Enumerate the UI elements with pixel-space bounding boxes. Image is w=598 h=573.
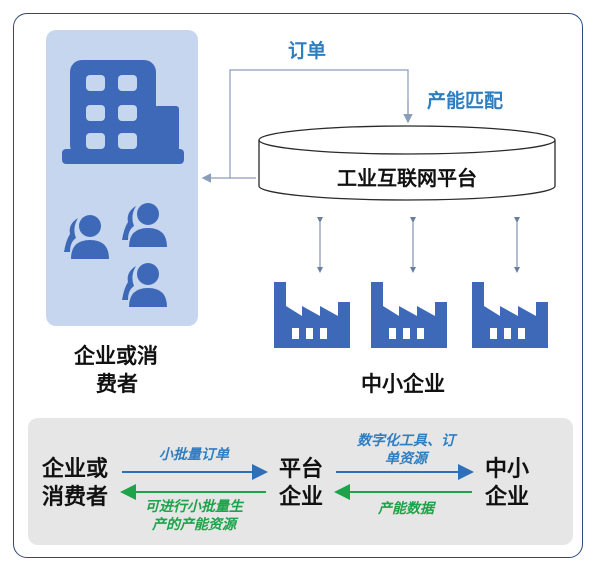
label-capacity-resources: 可进行小批量生 产的产能资源 <box>124 498 264 534</box>
consumer-icons <box>62 60 184 307</box>
label-capacity-data: 产能数据 <box>378 501 434 517</box>
label-capacity-resources-line1: 可进行小批量生 <box>145 499 243 515</box>
flow-node-consumer-line1: 企业或 <box>41 457 108 482</box>
flow-node-sme-line2: 企业 <box>484 485 529 510</box>
outer-frame <box>13 13 583 558</box>
factory-icon <box>274 282 548 348</box>
consumer-label-line2: 费者 <box>96 372 138 396</box>
flow-node-consumer-line2: 消费者 <box>41 485 108 510</box>
label-digital-tools: 数字化工具、订 单资源 <box>340 432 472 468</box>
platform-label: 工业互联网平台 <box>337 166 477 190</box>
building-icon <box>62 60 184 164</box>
flow-node-platform: 平台 企业 <box>272 456 330 512</box>
flow-panel <box>28 418 573 545</box>
order-connector <box>229 69 409 179</box>
capacity-match-label: 产能匹配 <box>427 90 504 112</box>
order-label: 订单 <box>288 40 327 62</box>
flow-node-sme-line1: 中小 <box>484 457 529 482</box>
label-digital-tools-line2: 单资源 <box>385 451 427 467</box>
label-small-batch-order: 小批量订单 <box>159 447 229 463</box>
flow-node-consumer: 企业或 消费者 <box>34 456 116 512</box>
platform-sme-links <box>317 217 520 273</box>
label-capacity-resources-line2: 产的产能资源 <box>152 517 236 533</box>
sme-label: 中小企业 <box>361 372 445 396</box>
platform-cylinder <box>258 125 556 201</box>
user-group-icon <box>64 203 167 307</box>
flow-node-platform-line2: 企业 <box>278 485 323 510</box>
consumer-panel <box>46 30 198 326</box>
flow-node-platform-line1: 平台 <box>278 457 323 482</box>
label-digital-tools-line1: 数字化工具、订 <box>357 433 455 449</box>
consumer-label-line1: 企业或消 <box>74 344 158 368</box>
flow-node-sme: 中小 企业 <box>478 456 536 512</box>
